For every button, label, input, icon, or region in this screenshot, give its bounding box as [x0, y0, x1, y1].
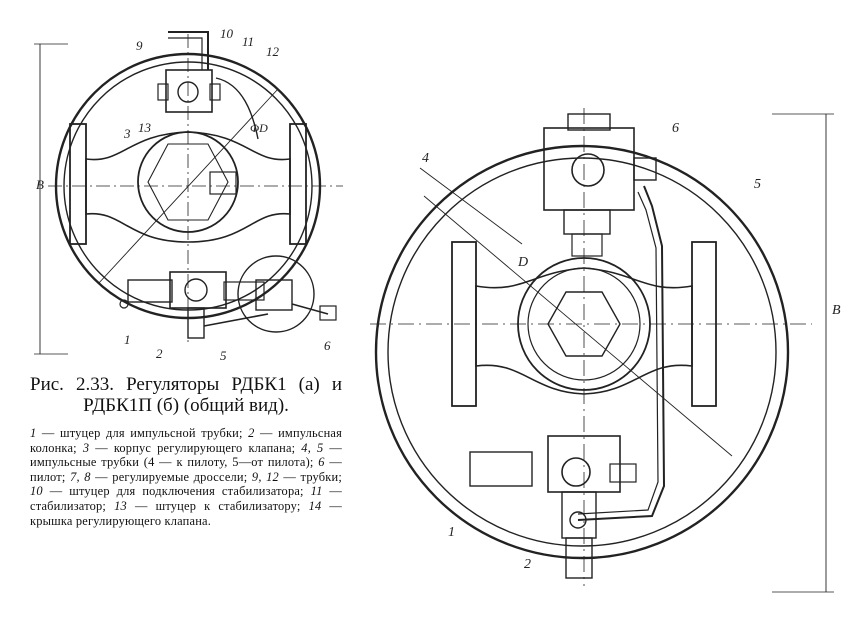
legend-item-text: регулируемые дроссели; — [112, 469, 248, 484]
drawing-rdbk1: 9 10 11 12 13 3 B ΦD 1 2 5 6 — [28, 14, 363, 374]
legend-item: 6 — пилот; — [30, 455, 342, 484]
label-2: 2 — [156, 346, 163, 361]
legend-item: 3 — корпус регулирующего клапана; — [82, 440, 296, 455]
legend-item-number: 7, 8 — [70, 469, 91, 484]
label-9: 9 — [136, 38, 143, 53]
figure-caption: Рис. 2.33. Регуляторы РДБК1 (а) и РДБК1П… — [30, 374, 342, 528]
label-5: 5 — [220, 348, 227, 363]
legend-item: 1 — штуцер для импульсной трубки; — [30, 426, 243, 440]
legend-item-text: штуцер для подключения стабилизатора; — [69, 484, 304, 499]
legend-item-number: 4, 5 — [301, 440, 324, 455]
legend-item: 4, 5 — импульсные трубки (4 — к пилоту, … — [30, 440, 342, 470]
legend-item-number: 1 — [30, 426, 37, 440]
label-12: 12 — [266, 44, 280, 59]
legend-item-text: импульсные трубки (4 — к пилоту, 5—от пи… — [30, 455, 314, 470]
label-d: D — [517, 255, 528, 270]
legend-item-text: штуцер к стабилизатору; — [155, 498, 301, 513]
legend-item-text: крышка регулирующего клапана. — [30, 513, 212, 528]
label-2: 2 — [524, 557, 531, 572]
label-4: 4 — [422, 151, 429, 166]
legend-item-number: 6 — [318, 455, 325, 470]
label-6: 6 — [672, 121, 679, 136]
label-5: 5 — [754, 177, 761, 192]
label-b: B — [36, 177, 44, 192]
label-3: 3 — [123, 126, 131, 141]
legend-item-number: 11 — [310, 484, 323, 499]
figure-legend: 1 — штуцер для импульсной трубки; 2 — им… — [30, 426, 342, 528]
legend-item-number: 9, 12 — [251, 469, 279, 484]
legend-item-text: штуцер для импульсной трубки; — [59, 426, 243, 440]
caption-title: Рис. 2.33. Регуляторы РДБК1 (а) и РДБК1П… — [30, 374, 342, 416]
drawing-rdbk1p: 4 5 6 D B 1 2 — [352, 96, 867, 600]
label-11: 11 — [242, 34, 254, 49]
label-13: 13 — [138, 120, 152, 135]
label-phi-d: ΦD — [250, 121, 268, 135]
legend-item: 7, 8 — регулируемые дроссели; — [70, 469, 248, 484]
legend-item-number: 3 — [82, 440, 90, 455]
legend-item: 9, 12 — трубки; — [251, 469, 342, 484]
legend-item: 10 — штуцер для подключения стабилизатор… — [30, 484, 304, 499]
legend-item-number: 13 — [114, 498, 127, 513]
label-6: 6 — [324, 338, 331, 353]
legend-item-text: пилот; — [30, 469, 66, 484]
legend-item-text: корпус регулирующего клапана; — [113, 440, 296, 455]
label-1: 1 — [124, 332, 131, 347]
legend-item-text: стабилизатор; — [30, 498, 107, 513]
legend-item: 13 — штуцер к стабилизатору; — [114, 498, 301, 513]
legend-item-number: 10 — [30, 484, 43, 499]
legend-item-text: импульсная колонка; — [30, 426, 343, 455]
legend-item: 14 — крышка регулирующего клапана. — [30, 498, 342, 528]
label-10: 10 — [220, 26, 234, 41]
label-1: 1 — [448, 525, 455, 540]
legend-item-number: 14 — [308, 498, 322, 513]
legend-item: 11 — стабилизатор; — [30, 484, 342, 513]
legend-item-number: 2 — [248, 426, 255, 440]
legend-item-text: трубки; — [300, 469, 342, 484]
label-b: B — [832, 303, 841, 318]
legend-item: 2 — импульсная колонка; — [30, 426, 343, 455]
